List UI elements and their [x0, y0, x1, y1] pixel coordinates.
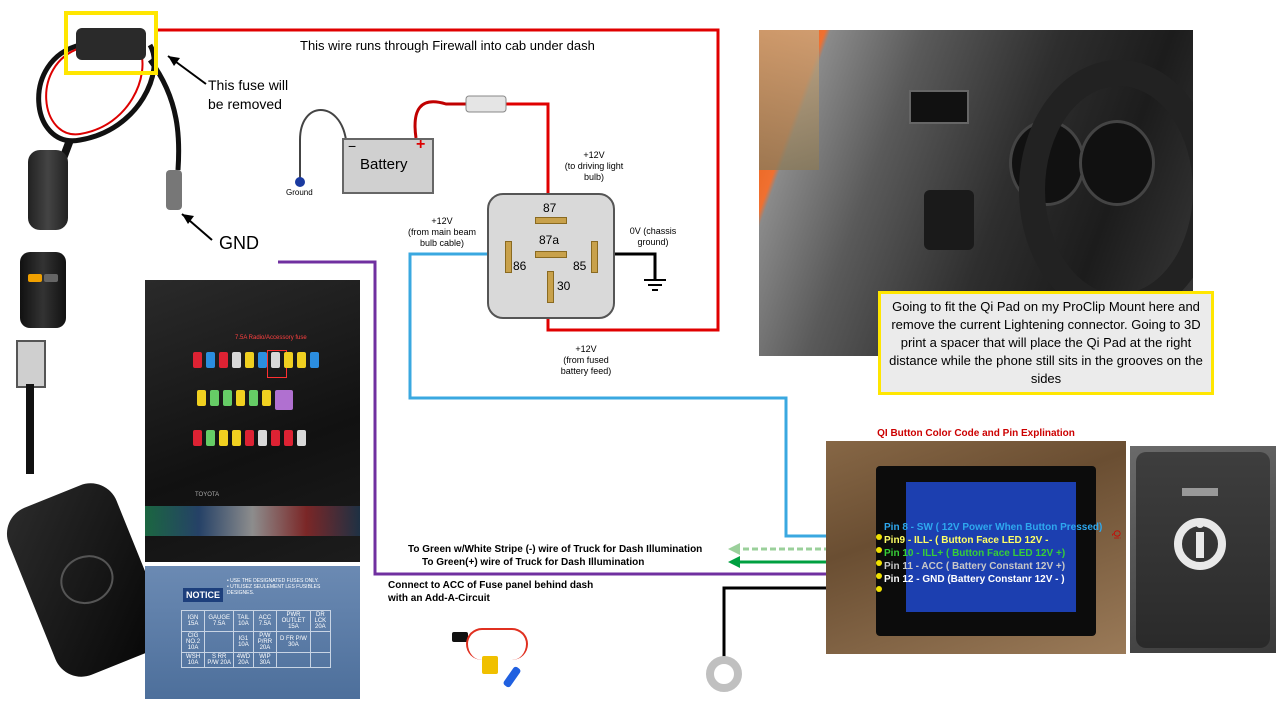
pin-12-dot — [876, 586, 882, 592]
cigarette-socket — [28, 150, 68, 230]
pin-86-label: 86 — [513, 259, 527, 273]
qi-logo-icon — [1174, 518, 1226, 570]
black-wire-85 — [604, 252, 657, 280]
ground-point — [295, 177, 305, 187]
pin-12-label: Pin 12 - GND (Battery Constanr 12V - ) — [884, 574, 1065, 585]
plus12-fused-label: +12V (from fused battery feed) — [560, 344, 612, 376]
purple-wire-acc — [278, 260, 884, 576]
pin-87-label: 87 — [543, 201, 557, 215]
car-charger-icon — [20, 252, 66, 328]
red-wire-battery — [413, 100, 470, 139]
notice-title: NOTICE — [183, 588, 223, 602]
add-a-circuit-icon — [448, 624, 528, 689]
notice-text: • USE THE DESIGNATED FUSES ONLY. • UTILI… — [227, 578, 321, 596]
fuse-row-2 — [197, 390, 293, 410]
pin-85 — [591, 241, 598, 273]
ground-wire — [299, 109, 347, 178]
plus12-light-label: +12V (to driving light bulb) — [564, 150, 624, 182]
battery-plus: + — [416, 136, 426, 153]
notice-label-photo: NOTICE • USE THE DESIGNATED FUSES ONLY. … — [145, 566, 360, 699]
switch-connector — [906, 482, 1076, 612]
callout-box: Going to fit the Qi Pad on my ProClip Mo… — [878, 291, 1214, 395]
pin-10-dot — [876, 560, 882, 566]
pin-87a — [535, 251, 567, 258]
ground-label: Ground — [286, 188, 313, 197]
gnd-label: GND — [219, 233, 259, 253]
qi-side-label: Qi — [1112, 530, 1122, 539]
relay: 87 87a 86 85 30 — [487, 193, 615, 319]
ring-connector-top — [166, 170, 182, 210]
pin-11-label: Pin 11 - ACC ( Battery Constant 12V +) — [884, 561, 1066, 572]
usb-cable — [26, 384, 34, 474]
battery-label: Battery — [360, 156, 408, 173]
to-green-white-note: To Green w/White Stripe (-) wire of Truc… — [408, 544, 703, 555]
firewall-note: This wire runs through Firewall into cab… — [300, 38, 595, 53]
wire-bundle — [145, 506, 360, 536]
zero-v-label: 0V (chassis ground) — [629, 226, 677, 247]
inline-fuse-holder — [465, 95, 507, 113]
battery: Battery − + — [342, 136, 434, 194]
steering-wheel — [1019, 60, 1193, 320]
switch-pin-photo — [826, 426, 1126, 654]
fuse-row-3 — [193, 430, 306, 446]
fuse-removed-note: This fuse will be removed — [208, 77, 289, 112]
pin-9-dot — [876, 547, 882, 553]
fuse-highlight-box — [64, 11, 158, 75]
usb-plug-icon — [16, 340, 46, 388]
pin-9-label: Pin9 - ILL- ( Button Face LED 12V - — [884, 535, 1049, 546]
phone-mount — [909, 90, 969, 124]
pin-8-label: Pin 8 - SW ( 12V Power When Button Press… — [884, 522, 1103, 533]
red-wire-to-87 — [505, 102, 550, 195]
fuse-plug-cable-loop — [36, 42, 157, 144]
fused-inline-plug — [76, 28, 146, 60]
window-view — [759, 30, 819, 170]
qi-button-photo — [1130, 446, 1276, 653]
pin-87a-label: 87a — [539, 233, 560, 247]
chassis-ground-symbol — [644, 279, 666, 291]
connect-acc-note: Connect to ACC of Fuse panel behind dash… — [388, 580, 594, 604]
blue-wire-86 — [408, 252, 884, 538]
fuse-panel-photo: 7.5A Radio/Accessory fuse TOYOTA — [145, 280, 360, 562]
pin-10-label: Pin 10 - ILL+ ( Button Face LED 12V +) — [884, 548, 1066, 559]
ring-terminal-icon — [706, 656, 742, 692]
red-wire-firewall — [158, 28, 720, 332]
plus12-beam-label: +12V (from main beam bulb cable) — [407, 216, 477, 248]
qi-led-indicator — [1182, 488, 1218, 496]
pinboard-title: QI Button Color Code and Pin Explination — [826, 426, 1126, 441]
pin-86 — [505, 241, 512, 273]
pin-87 — [535, 217, 567, 224]
fuse-row-1 — [193, 352, 319, 368]
pin-30-label: 30 — [557, 279, 571, 293]
pin-8-dot — [876, 534, 882, 540]
pin-85-label: 85 — [573, 259, 587, 273]
pin-30 — [547, 271, 554, 303]
toyota-label: TOYOTA — [195, 492, 220, 498]
proclip-mount — [924, 190, 974, 250]
radio-fuse-label: 7.5A Radio/Accessory fuse — [235, 335, 307, 341]
pin-11-dot — [876, 573, 882, 579]
to-green-note: To Green(+) wire of Truck for Dash Illum… — [422, 557, 645, 568]
battery-minus: − — [348, 138, 357, 154]
